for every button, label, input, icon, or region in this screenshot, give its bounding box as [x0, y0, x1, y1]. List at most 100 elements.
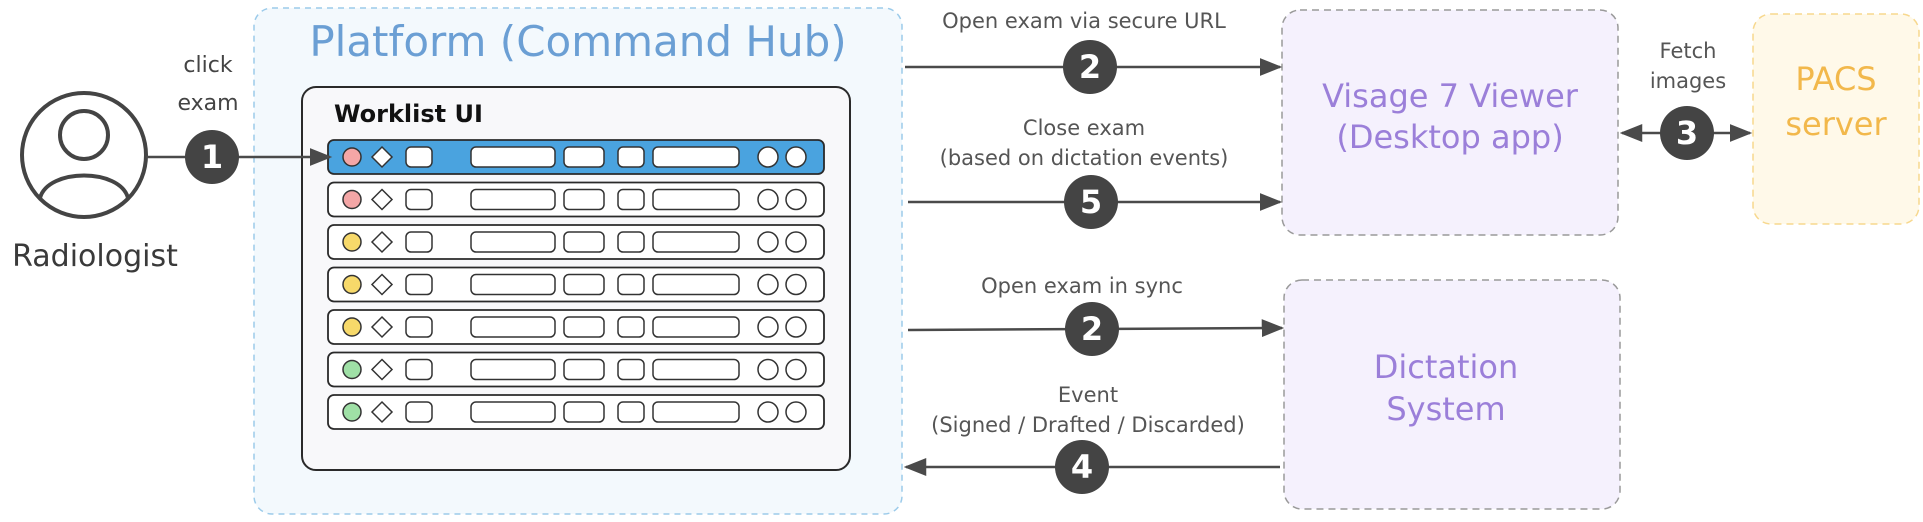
event-label-line1: Event [1058, 383, 1118, 407]
cell-placeholder [563, 146, 605, 168]
pacs-box [1752, 13, 1920, 225]
cell-placeholder [405, 358, 433, 381]
worklist-row[interactable] [327, 351, 825, 388]
event-label-line2: (Signed / Drafted / Discarded) [931, 413, 1245, 437]
cell-placeholder [470, 231, 556, 253]
worklist-row[interactable] [327, 181, 825, 218]
status-dot [342, 189, 362, 210]
status-dot [342, 147, 362, 167]
step1-label-line1: click [183, 53, 232, 78]
status-dot [342, 232, 362, 252]
cell-placeholder [470, 358, 556, 381]
action-icon [757, 273, 779, 296]
step1-number: 1 [201, 138, 223, 176]
worklist-row[interactable] [327, 266, 825, 303]
diamond-icon [370, 230, 394, 254]
cell-placeholder [617, 273, 645, 296]
close-exam-label-line2: (based on dictation events) [940, 146, 1229, 170]
cell-placeholder [652, 401, 740, 423]
cell-placeholder [563, 273, 605, 296]
status-dot [342, 317, 362, 337]
cell-placeholder [405, 231, 433, 253]
worklist-rows [327, 139, 825, 430]
worklist-row[interactable] [327, 224, 825, 260]
worklist-title: Worklist UI [334, 100, 483, 128]
diamond-icon [370, 358, 394, 381]
worklist-row[interactable] [327, 309, 825, 345]
diamond-icon [370, 400, 394, 424]
open-sync-number: 2 [1081, 310, 1103, 348]
viewer-title-line2: (Desktop app) [1336, 118, 1563, 156]
status-dot [342, 274, 362, 295]
cell-placeholder [652, 358, 740, 381]
action-icon [785, 231, 807, 253]
viewer-title-line1: Visage 7 Viewer [1322, 77, 1579, 115]
diamond-icon [370, 315, 394, 339]
platform-title: Platform (Command Hub) [309, 17, 846, 66]
cell-placeholder [652, 231, 740, 253]
cell-placeholder [652, 273, 740, 296]
viewer-box [1281, 9, 1619, 236]
cell-placeholder [652, 188, 740, 211]
pacs-title-line2: server [1785, 105, 1887, 143]
cell-placeholder [470, 188, 556, 211]
step1-label-line2: exam [177, 91, 238, 116]
event-number: 4 [1071, 448, 1093, 486]
dictation-title-line1: Dictation [1374, 348, 1519, 386]
cell-placeholder [563, 316, 605, 338]
action-icon [785, 401, 807, 423]
cell-placeholder [652, 316, 740, 338]
dictation-box [1283, 279, 1621, 510]
cell-placeholder [563, 188, 605, 211]
cell-placeholder [617, 358, 645, 381]
step1-badge [185, 130, 239, 184]
action-icon [785, 316, 807, 338]
open-url-number: 2 [1079, 48, 1101, 86]
cell-placeholder [563, 231, 605, 253]
worklist-row[interactable] [327, 394, 825, 430]
cell-placeholder [617, 316, 645, 338]
action-icon [757, 146, 779, 168]
cell-placeholder [470, 273, 556, 296]
open-url-badge [1063, 40, 1117, 94]
action-icon [757, 188, 779, 211]
cell-placeholder [405, 401, 433, 423]
fetch-label-line1: Fetch [1660, 39, 1717, 63]
open-sync-badge [1065, 302, 1119, 356]
pacs-title-line1: PACS [1795, 60, 1876, 98]
action-icon [785, 358, 807, 381]
close-exam-badge [1064, 175, 1118, 229]
open-sync-label: Open exam in sync [981, 274, 1183, 298]
person-icon [20, 91, 148, 219]
action-icon [785, 146, 807, 168]
status-dot [342, 402, 362, 422]
action-icon [785, 188, 807, 211]
worklist-row[interactable] [327, 139, 825, 175]
cell-placeholder [405, 188, 433, 211]
diamond-icon [370, 273, 394, 296]
cell-placeholder [405, 316, 433, 338]
status-dot [342, 359, 362, 380]
fetch-number: 3 [1676, 114, 1698, 152]
cell-placeholder [563, 358, 605, 381]
cell-placeholder [405, 146, 433, 168]
event-badge [1055, 440, 1109, 494]
cell-placeholder [652, 146, 740, 168]
cell-placeholder [470, 401, 556, 423]
cell-placeholder [617, 188, 645, 211]
diamond-icon [370, 188, 394, 211]
actor-label: Radiologist [12, 239, 178, 274]
cell-placeholder [563, 401, 605, 423]
cell-placeholder [405, 273, 433, 296]
fetch-badge [1660, 106, 1714, 160]
close-exam-label-line1: Close exam [1023, 116, 1145, 140]
dictation-title-line2: System [1386, 390, 1505, 428]
action-icon [757, 231, 779, 253]
close-exam-number: 5 [1080, 183, 1102, 221]
cell-placeholder [470, 146, 556, 168]
open-url-label: Open exam via secure URL [942, 9, 1226, 33]
fetch-label-line2: images [1650, 69, 1726, 93]
diamond-icon [370, 145, 394, 169]
cell-placeholder [617, 401, 645, 423]
